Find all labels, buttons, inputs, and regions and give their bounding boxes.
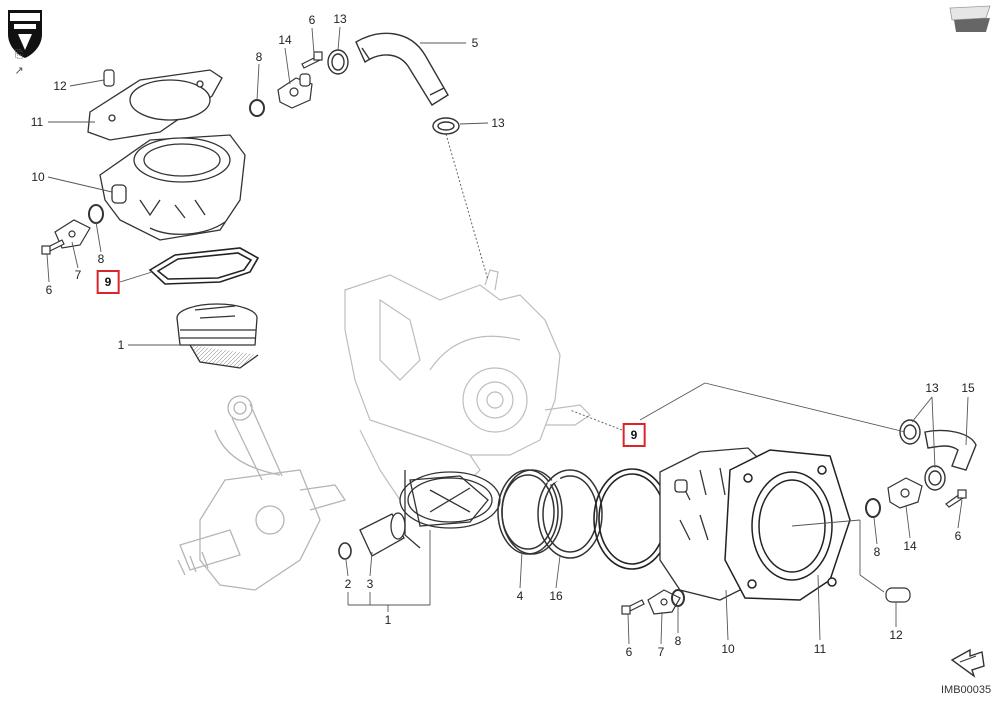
clamp-13-right-a <box>899 419 921 445</box>
callout-c-1-bottom[interactable]: 1 <box>384 613 392 627</box>
head-gasket-11-right <box>724 449 851 601</box>
callout-c-6-right[interactable]: 6 <box>954 529 962 543</box>
oring-8-right <box>865 498 881 518</box>
base-gasket-9-left <box>148 247 260 285</box>
callout-c-13-right[interactable]: 13 <box>925 381 939 395</box>
callout-c-13-top[interactable]: 13 <box>333 12 347 26</box>
circlip-2 <box>338 542 352 560</box>
callout-c-13-mid[interactable]: 13 <box>491 116 505 130</box>
crankshaft-conrod-ghost <box>177 395 347 591</box>
cylinder-top <box>99 134 246 241</box>
callout-c-1-top[interactable]: 1 <box>117 338 125 352</box>
image-code: IMB00035 <box>941 684 992 696</box>
flange-14-top <box>277 73 313 109</box>
callout-c-14-top[interactable]: 14 <box>278 33 292 47</box>
callout-c-8-left[interactable]: 8 <box>97 252 105 266</box>
callout-c-7-bottom[interactable]: 7 <box>657 645 665 659</box>
flange-7-bottom <box>647 589 681 615</box>
callout-c-14-right[interactable]: 14 <box>903 539 917 553</box>
softway-logo <box>949 5 991 32</box>
screw-6-bottom <box>621 599 645 615</box>
callout-c-6-topmid[interactable]: 6 <box>308 13 316 27</box>
callout-c-7-left[interactable]: 7 <box>74 268 82 282</box>
callout-c-8-right[interactable]: 8 <box>873 545 881 559</box>
screw-6-left <box>41 239 65 255</box>
hose-15 <box>924 429 977 471</box>
callout-c-9-right[interactable]: 9 <box>622 423 646 447</box>
open-external-icon[interactable]: ↗ <box>14 64 24 77</box>
piston-1-top <box>176 303 259 369</box>
screw-6-right <box>945 489 967 508</box>
flange-14-right <box>887 477 923 509</box>
callout-c-16[interactable]: 16 <box>549 589 563 603</box>
callout-c-12-right[interactable]: 12 <box>889 628 903 642</box>
clamp-13-mid <box>432 117 460 135</box>
callout-c-9-left[interactable]: 9 <box>96 270 120 294</box>
clamp-13-top <box>327 49 349 75</box>
callout-c-6-bottom[interactable]: 6 <box>625 645 633 659</box>
fwd-arrow-icon <box>950 648 985 678</box>
callout-c-3[interactable]: 3 <box>366 577 374 591</box>
dowel-12-right <box>885 587 911 603</box>
piston-1-bottom <box>399 470 501 549</box>
leader-lines <box>46 26 969 645</box>
piston-pin-3 <box>359 512 406 557</box>
callout-c-15[interactable]: 15 <box>961 381 975 395</box>
callout-c-2[interactable]: 2 <box>344 577 352 591</box>
callout-c-5[interactable]: 5 <box>471 36 479 50</box>
clamp-13-right-b <box>924 465 946 491</box>
callout-c-4[interactable]: 4 <box>516 589 524 603</box>
callout-c-10-bottom[interactable]: 10 <box>721 642 735 656</box>
ducati-corse-logo <box>8 10 42 58</box>
oring-8-topmid <box>249 99 265 117</box>
callout-c-10-top[interactable]: 10 <box>31 170 45 184</box>
hose-5 <box>355 32 449 106</box>
piston-ring-16 <box>537 469 603 559</box>
cylinder-head-gasket-top <box>87 69 223 141</box>
copy-icon[interactable]: ⎘ <box>14 48 24 61</box>
piston-ring-4 <box>497 469 563 555</box>
oring-8-left <box>88 204 104 224</box>
callout-c-8-topmid[interactable]: 8 <box>255 50 263 64</box>
base-gasket-9-right <box>593 468 671 570</box>
flange-7-left <box>54 219 91 249</box>
callout-c-8-bottom[interactable]: 8 <box>674 634 682 648</box>
callout-c-11-top[interactable]: 11 <box>30 115 44 129</box>
callout-c-12-top[interactable]: 12 <box>53 79 67 93</box>
screw-6-topmid <box>301 51 323 69</box>
callout-c-11-bottom[interactable]: 11 <box>813 642 827 656</box>
callout-c-6-left[interactable]: 6 <box>45 283 53 297</box>
dowel-12-top <box>103 69 115 87</box>
